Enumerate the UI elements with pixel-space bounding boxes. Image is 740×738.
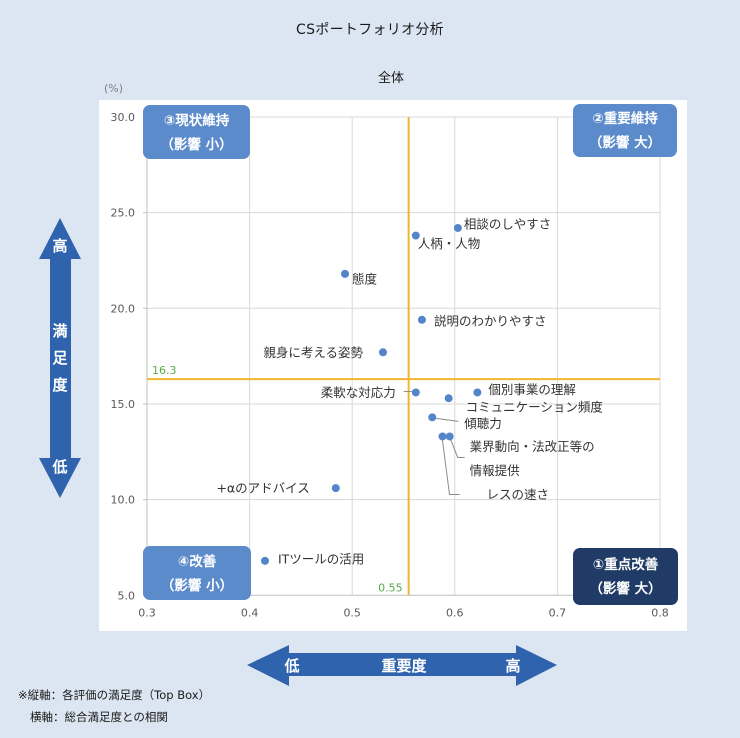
data-point-label: 人柄・人物 — [418, 236, 481, 251]
importance-low-label: 低 — [283, 657, 299, 675]
data-point-label: 個別事業の理解 — [488, 382, 576, 397]
data-point — [444, 394, 453, 403]
data-point — [438, 432, 447, 441]
y-tick-label: 30.0 — [111, 111, 136, 124]
data-point — [341, 269, 350, 278]
y-tick-label: 5.0 — [118, 589, 136, 602]
x-tick-label: 0.4 — [241, 606, 259, 619]
chart-title: CSポートフォリオ分析 — [296, 22, 444, 38]
data-point-label: 柔軟な対応力 — [321, 385, 396, 400]
quadrant-title: ④改善 — [177, 553, 217, 570]
data-point — [473, 388, 482, 397]
satisfaction-axis-arrow: 高 満 足 度 低 — [39, 218, 81, 498]
data-point — [453, 223, 462, 232]
chart-subtitle: 全体 — [377, 71, 404, 86]
data-point-label: 態度 — [352, 271, 378, 286]
quadrant-label-priority-improve: ①重点改善 （影響 大） — [573, 548, 678, 605]
chart-panel — [99, 100, 687, 631]
double-arrow-horizontal-icon — [247, 645, 557, 686]
importance-high-label: 高 — [505, 657, 520, 675]
quadrant-impact: （影響 大） — [588, 135, 662, 151]
quadrant-title: ①重点改善 — [592, 557, 659, 573]
data-point — [260, 556, 269, 565]
quadrant-title: ②重要維持 — [592, 111, 658, 127]
data-point-label: +αのアドバイス — [216, 481, 309, 496]
quadrant-label-important-maintain: ②重要維持 （影響 大） — [573, 104, 677, 157]
satisfaction-label-char: 足 — [52, 349, 68, 367]
note-horizontal-axis: 横軸：総合満足度との相関 — [30, 710, 168, 724]
x-tick-label: 0.3 — [138, 606, 156, 619]
data-point-label: コミュニケーション頻度 — [466, 400, 604, 415]
data-point — [428, 413, 437, 422]
note-vertical-axis: ※縦軸：各評価の満足度（Top Box） — [18, 688, 211, 702]
satisfaction-low-label: 低 — [51, 458, 67, 476]
data-point — [445, 432, 454, 441]
quadrant-impact: （影響 大） — [589, 581, 662, 597]
label-leader-line — [436, 417, 459, 422]
y-tick-label: 15.0 — [111, 398, 136, 411]
data-point-label: 業界動向・法改正等の — [470, 439, 595, 454]
quadrant-title: ③現状維持 — [163, 112, 230, 129]
quadrant-label-improve: ④改善 （影響 小） — [143, 546, 251, 600]
data-point-label: 説明のわかりやすさ — [434, 313, 547, 328]
data-point — [411, 388, 420, 397]
axis-notes: ※縦軸：各評価の満足度（Top Box） 横軸：総合満足度との相関 — [18, 684, 210, 728]
data-point-label: 親身に考える姿勢 — [263, 345, 363, 360]
mean-importance-value: 0.55 — [378, 581, 403, 594]
importance-axis-arrow: 低 重要度 高 — [247, 645, 557, 686]
y-axis-unit: (%) — [104, 82, 124, 95]
data-point — [378, 348, 387, 357]
x-tick-label: 0.8 — [651, 606, 669, 619]
label-leader-line — [441, 440, 460, 495]
x-tick-label: 0.7 — [549, 606, 567, 619]
label-leader-line — [450, 439, 465, 458]
data-point-label: 傾聴力 — [464, 416, 502, 431]
data-point-label: 相談のしやすさ — [464, 216, 551, 231]
importance-label: 重要度 — [381, 657, 427, 675]
double-arrow-vertical-icon — [39, 218, 81, 498]
y-tick-label: 10.0 — [111, 494, 136, 507]
data-point — [417, 315, 426, 324]
data-point-label: レスの速さ — [486, 487, 549, 502]
data-point — [331, 484, 340, 493]
satisfaction-high-label: 高 — [52, 237, 67, 255]
data-point-label: 情報提供 — [470, 463, 520, 478]
y-tick-label: 25.0 — [111, 207, 136, 220]
x-tick-label: 0.5 — [343, 606, 361, 619]
satisfaction-label-char: 満 — [52, 322, 67, 340]
satisfaction-label-char: 度 — [52, 376, 68, 394]
data-point-label: ITツールの活用 — [278, 551, 364, 566]
data-point — [411, 231, 420, 240]
quadrant-impact: （影響 小） — [160, 577, 234, 594]
quadrant-label-maintain-status-quo: ③現状維持 （影響 小） — [143, 105, 250, 159]
mean-satisfaction-value: 16.3 — [152, 364, 177, 377]
x-tick-label: 0.6 — [446, 606, 464, 619]
y-tick-label: 20.0 — [111, 302, 136, 315]
quadrant-impact: （影響 小） — [160, 136, 233, 153]
